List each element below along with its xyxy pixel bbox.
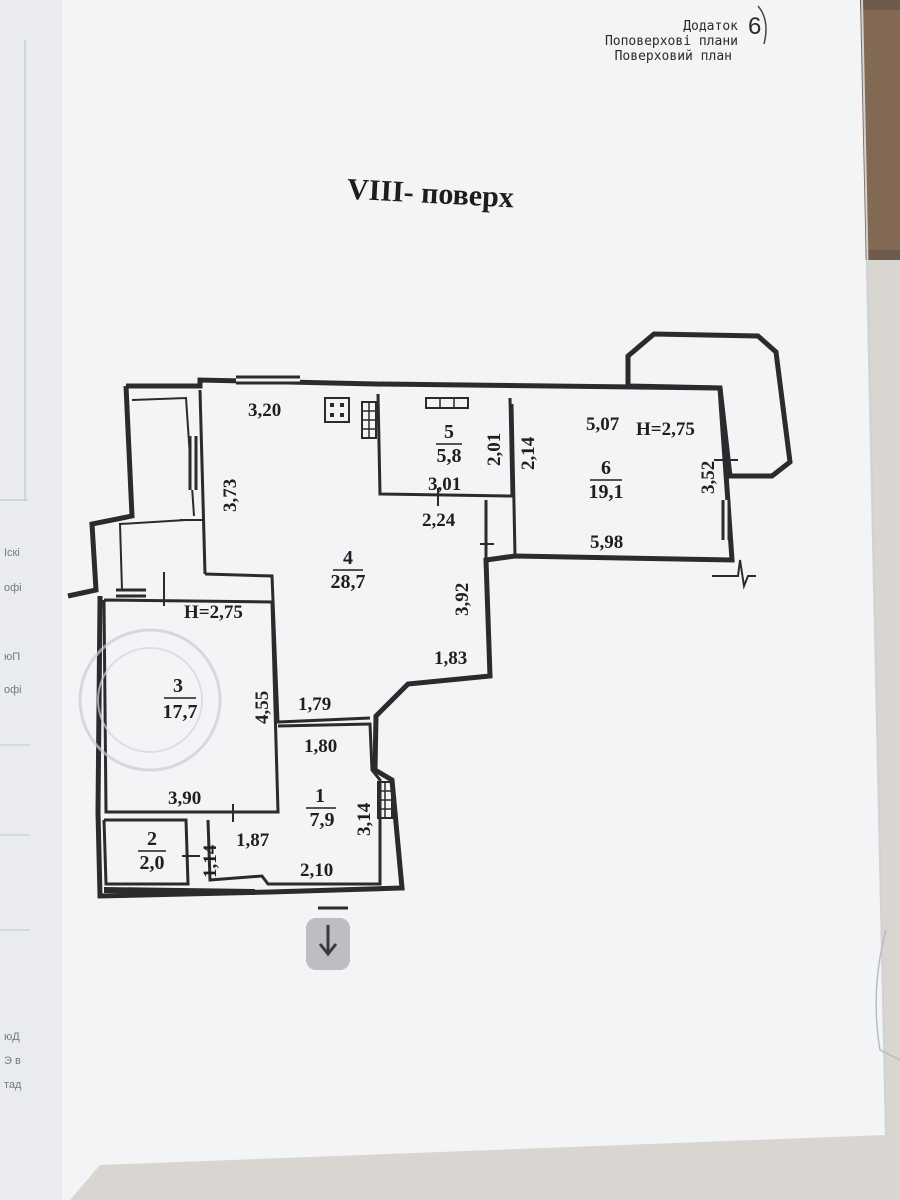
room5-walls	[376, 393, 514, 498]
dim-2-01: 2,01	[484, 433, 505, 466]
dim-5-98: 5,98	[590, 532, 623, 553]
under-page-text-4: офі	[4, 684, 22, 696]
dim-4-55: 4,55	[252, 691, 273, 724]
stamp-seal	[78, 628, 222, 772]
dim-2-14: 2,14	[518, 436, 539, 470]
outer-wall-right	[95, 387, 735, 899]
room2-walls	[102, 818, 190, 886]
handwritten-stroke	[757, 5, 767, 45]
under-page-text-6: Э в	[4, 1055, 21, 1067]
header-line-1: Додаток	[683, 19, 738, 34]
paper-sheet	[62, 0, 885, 1200]
dim-3-14: 3,14	[354, 802, 375, 836]
room1-area: 7,9	[310, 809, 335, 831]
outer-wall-left	[67, 385, 135, 599]
entrance-arrow-icon	[318, 925, 338, 957]
dim-2-24: 2,24	[422, 510, 456, 531]
shaft-1	[324, 397, 350, 423]
room1-number: 1	[315, 785, 325, 807]
balcony-outline	[625, 331, 793, 479]
under-page-text-1: Іскі	[4, 547, 20, 559]
dim-3-01: 3,01	[428, 474, 461, 495]
room6-area: 19,1	[589, 481, 624, 503]
dim-1-14: 1,14	[200, 844, 221, 878]
under-page-text-7: тад	[4, 1079, 22, 1091]
underlying-page	[0, 0, 70, 1200]
room1-walls	[206, 722, 382, 886]
room5-area: 5,8	[437, 445, 462, 467]
room3-number: 3	[173, 675, 183, 697]
room4-number: 4	[343, 547, 353, 569]
room4-area: 28,7	[331, 571, 366, 593]
dim-3-52: 3,52	[698, 461, 719, 494]
dim-3-20: 3,20	[248, 400, 281, 421]
room3-walls	[102, 598, 280, 814]
dim-1-87: 1,87	[236, 830, 270, 851]
header-line-2: Поповерхові плани	[605, 34, 738, 49]
room2-number: 2	[147, 828, 157, 850]
room3-area: 17,7	[163, 701, 198, 723]
handwritten-page-number: 6	[748, 13, 761, 40]
room2-area: 2,0	[140, 852, 165, 874]
floor-plan: 4 28,7 5 5,8 6 19,1 3 17,7 1 7,9 2 2,0 H…	[67, 331, 793, 970]
under-page-text-2: офі	[4, 582, 22, 594]
dim-2-10: 2,10	[300, 860, 333, 881]
outer-wall-top	[126, 377, 721, 391]
under-page-text-3: юП	[4, 651, 20, 663]
dim-1-83: 1,83	[434, 648, 467, 669]
room6-height: H=2,75	[636, 419, 695, 440]
dim-3-73: 3,73	[220, 479, 241, 512]
dim-1-79: 1,79	[298, 694, 331, 715]
dim-3-90: 3,90	[168, 788, 201, 809]
dim-1-80: 1,80	[304, 736, 337, 757]
wall-break-mark	[712, 559, 756, 590]
dim-5-07: 5,07	[586, 414, 620, 435]
under-page-text-5: юД	[4, 1031, 20, 1043]
dim-3-92: 3,92	[452, 583, 473, 616]
header-line-3: Поверховий план	[615, 49, 732, 64]
room6-number: 6	[601, 457, 611, 479]
room3-height: H=2,75	[184, 602, 243, 623]
room5-number: 5	[444, 421, 454, 443]
